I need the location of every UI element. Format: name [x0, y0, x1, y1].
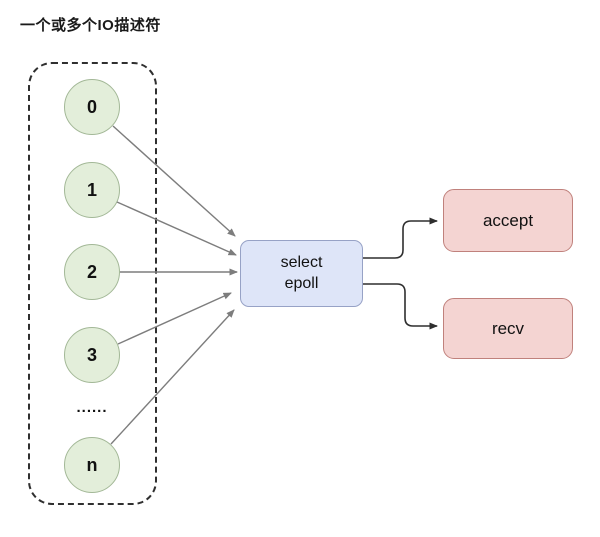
hub-label-line2: epoll: [284, 274, 319, 292]
arrow-hub-to-accept: [363, 217, 438, 259]
descriptor-label: 1: [86, 179, 97, 200]
descriptor-label: 2: [86, 261, 97, 282]
descriptor-label: 3: [86, 344, 97, 365]
ellipsis-text: ......: [76, 399, 108, 416]
descriptor-group-dashed-box: [28, 62, 157, 505]
output-box-accept: accept: [443, 189, 573, 252]
arrow-hub-to-recv: [363, 283, 438, 330]
descriptor-label: 0: [86, 96, 97, 117]
output-box-recv: recv: [443, 298, 573, 359]
descriptor-node-0: 0: [64, 79, 120, 135]
descriptor-node-n: n: [64, 437, 120, 493]
descriptor-label: n: [86, 454, 98, 475]
hub-box-select-epoll: select epoll: [240, 240, 363, 307]
descriptor-node-3: 3: [64, 327, 120, 383]
output-label: recv: [491, 318, 525, 338]
descriptor-node-2: 2: [64, 244, 120, 300]
descriptor-node-1: 1: [64, 162, 120, 218]
diagram-title: 一个或多个IO描述符: [20, 17, 161, 34]
hub-label-line1: select: [280, 253, 323, 271]
output-label: accept: [482, 210, 534, 230]
